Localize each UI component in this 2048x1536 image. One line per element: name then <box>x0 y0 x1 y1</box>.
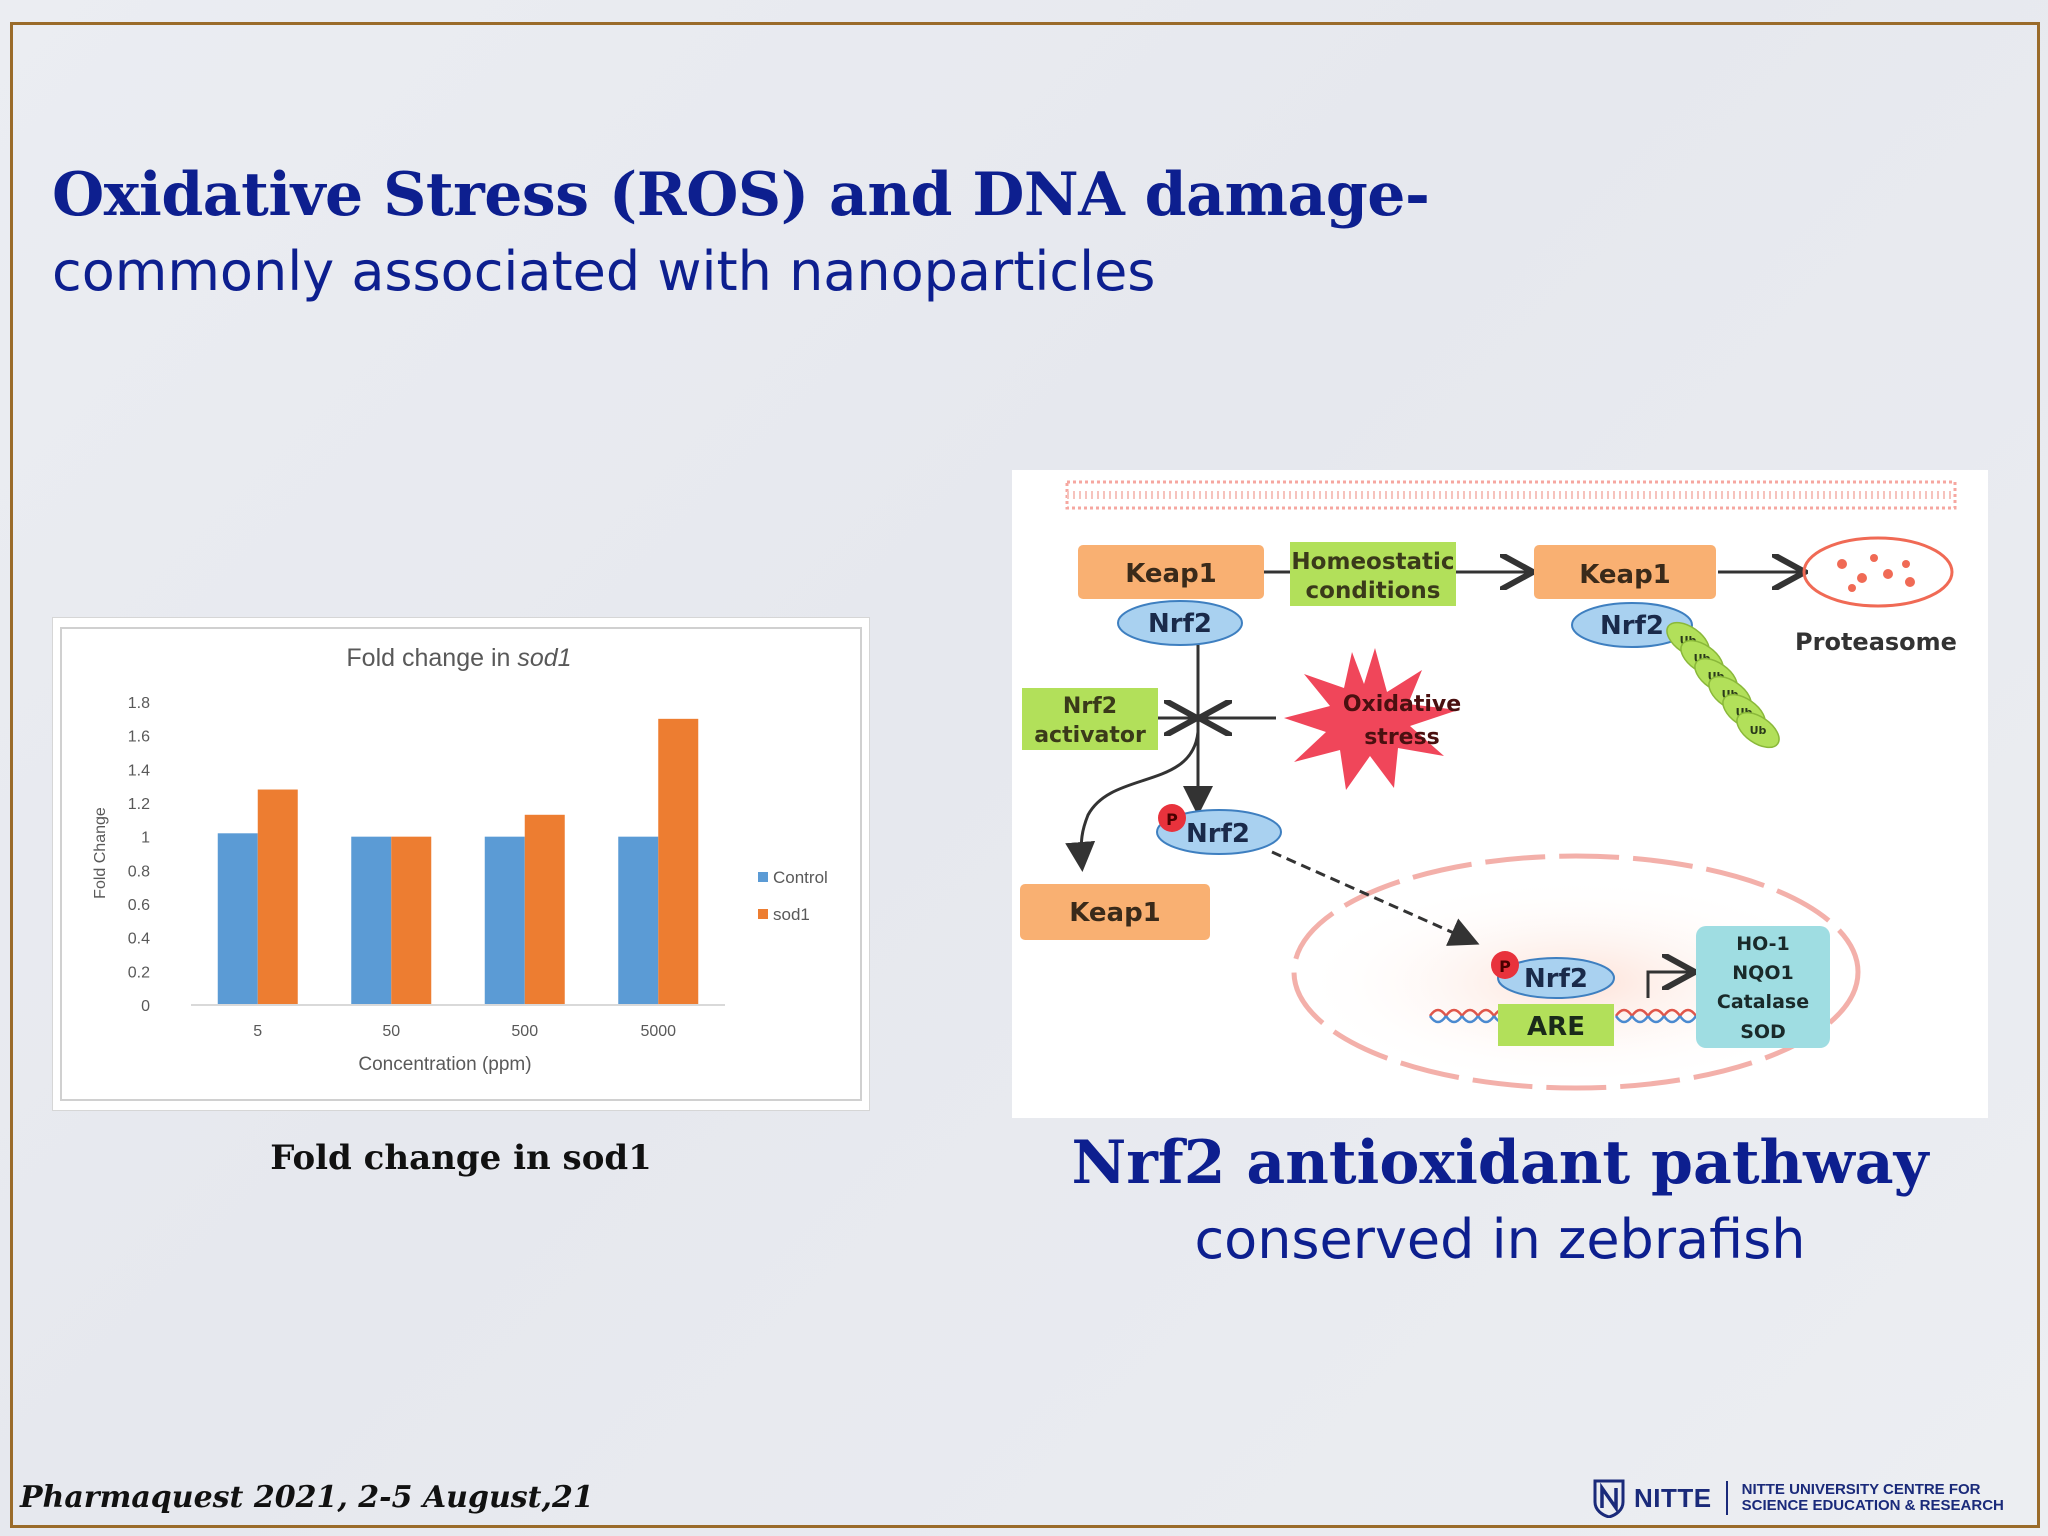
proteasome-dots <box>1837 554 1915 592</box>
bar-sod1-500 <box>524 814 565 1005</box>
activator-line1: Nrf2 <box>1063 694 1117 719</box>
x-axis-ticks: 5 50 500 5000 <box>253 1023 676 1040</box>
diagram-svg: Keap1 Nrf2 Homeostatic conditions Keap1 … <box>1020 480 1957 1091</box>
nucleus-membrane <box>1291 853 1861 1091</box>
keap1-top-label: Keap1 <box>1125 559 1217 589</box>
y-tick-label: 1.4 <box>128 762 150 779</box>
nitte-logo: NITTE NITTE UNIVERSITY CENTRE FOR SCIENC… <box>1592 1476 2004 1520</box>
logo-word: NITTE <box>1634 1482 1712 1513</box>
y-tick-label: 0.4 <box>128 931 150 948</box>
bar-control-500 <box>484 836 525 1005</box>
are-label: ARE <box>1527 1012 1585 1042</box>
y-tick-label: 1.8 <box>128 695 150 712</box>
activator-line2: activator <box>1034 723 1146 748</box>
logo-institution-line1: NITTE UNIVERSITY CENTRE FOR <box>1741 1481 1981 1498</box>
keap1-bottom-label: Keap1 <box>1069 898 1161 928</box>
x-axis-label: Concentration (ppm) <box>358 1054 531 1075</box>
logo-separator <box>1725 1481 1728 1515</box>
phospho-nuc-dot <box>1491 951 1519 979</box>
y-tick-label: 0.8 <box>128 863 150 880</box>
nrf2-right-label: Nrf2 <box>1600 611 1664 641</box>
ubiquitin-bead <box>1736 711 1780 749</box>
nrf2-phos-label: Nrf2 <box>1186 819 1250 849</box>
ubiquitin-label: Ub <box>1750 724 1767 737</box>
chart-title: Fold change in sod1 <box>346 644 571 672</box>
chart-legend: Control sod1 <box>758 868 828 924</box>
x-tick-label: 500 <box>511 1023 538 1040</box>
bar-sod1-5000 <box>658 718 699 1005</box>
sod1-bar-chart: Fold change in sod1 0 0.2 0.4 0.6 0.8 1 1.2 1.4… <box>52 617 870 1111</box>
gene-nqo1: NQO1 <box>1732 962 1793 984</box>
bar-sod1-5 <box>257 789 298 1005</box>
x-tick-label: 50 <box>382 1023 400 1040</box>
oxidative-line2: stress <box>1364 725 1440 750</box>
y-tick-label: 0.2 <box>128 964 150 981</box>
phospho-nuc-label: P <box>1499 957 1511 976</box>
slide-title: Oxidative Stress (ROS) and DNA damage- <box>52 160 1430 230</box>
slide-subtitle: commonly associated with nanoparticles <box>52 240 1156 303</box>
proteasome-shape <box>1802 536 1954 608</box>
nrf2-top-label: Nrf2 <box>1148 609 1212 639</box>
phospho-label: P <box>1166 810 1178 829</box>
pathway-title: Nrf2 antioxidant pathway <box>1071 1128 1929 1198</box>
chart-inner-border <box>60 627 862 1101</box>
legend-label: Control <box>773 868 828 887</box>
homeostatic-line2: conditions <box>1306 578 1441 604</box>
nrf2-pathway-diagram: Keap1 Nrf2 Homeostatic conditions Keap1 … <box>1012 470 1988 1118</box>
nitte-shield-icon <box>1593 1479 1625 1518</box>
bar-control-50 <box>351 836 392 1005</box>
gene-ho1: HO-1 <box>1736 933 1790 955</box>
are-box <box>1498 1004 1614 1046</box>
gene-sod: SOD <box>1740 1021 1786 1043</box>
y-tick-label: 0 <box>141 998 150 1015</box>
y-tick-label: 0.6 <box>128 897 150 914</box>
legend-swatch <box>758 872 768 882</box>
y-axis-ticks: 0 0.2 0.4 0.6 0.8 1 1.2 1.4 1.6 1.8 <box>128 695 150 1015</box>
proteasome-label: Proteasome <box>1795 628 1957 656</box>
slide-frame <box>10 22 2040 1528</box>
chart-svg: Fold change in sod1 0 0.2 0.4 0.6 0.8 1 1.2 1.4… <box>60 627 862 1101</box>
nrf2-activator-box <box>1022 688 1158 750</box>
bars <box>217 718 699 1005</box>
y-axis-label: Fold Change <box>92 807 109 899</box>
oxidative-stress-starburst <box>1284 648 1458 790</box>
keap1-bottom-box <box>1020 884 1210 940</box>
arrow-to-keap1-bottom <box>1065 731 1200 872</box>
x-tick-label: 5 <box>253 1023 262 1040</box>
target-genes-box <box>1696 926 1830 1048</box>
x-tick-label: 5000 <box>640 1023 676 1040</box>
bar-sod1-50 <box>391 836 432 1005</box>
legend-swatch <box>758 909 768 919</box>
bar-control-5 <box>217 833 258 1005</box>
pathway-subtitle: conserved in zebrafish <box>1194 1208 1806 1271</box>
keap1-right-box <box>1534 545 1716 599</box>
keap1-top-box <box>1078 545 1264 599</box>
nrf2-nuc-ellipse <box>1497 957 1615 999</box>
logo-institution: NITTE UNIVERSITY CENTRE FOR SCIENCE EDUC… <box>1742 1482 2004 1514</box>
bar-control-5000 <box>618 836 659 1005</box>
logo-institution-line2: SCIENCE EDUCATION & RESEARCH <box>1741 1497 2004 1514</box>
y-tick-label: 1.6 <box>128 729 150 746</box>
ubiquitin-chain: UbUbUbUbUbUb <box>1666 621 1780 749</box>
nrf2-right-ellipse <box>1571 602 1693 648</box>
gene-catalase: Catalase <box>1717 991 1809 1013</box>
y-tick-label: 1 <box>141 830 150 847</box>
nrf2-top-ellipse <box>1117 600 1243 646</box>
chart-caption: Fold change in sod1 <box>270 1138 652 1178</box>
nrf2-phos-ellipse <box>1156 809 1282 855</box>
footer-event: Pharmaquest 2021, 2-5 August,21 <box>20 1480 594 1515</box>
nrf2-nuc-label: Nrf2 <box>1524 964 1588 994</box>
keap1-right-label: Keap1 <box>1579 560 1671 590</box>
homeostatic-box <box>1290 542 1456 606</box>
y-tick-label: 1.2 <box>128 796 150 813</box>
legend-label: sod1 <box>773 905 810 924</box>
arrow-transcription <box>1646 972 1692 998</box>
oxidative-line1: Oxidative <box>1343 692 1461 717</box>
phospho-dot <box>1158 804 1186 832</box>
cell-membrane <box>1065 480 1957 510</box>
arrow-nuclear-translocation <box>1271 850 1480 946</box>
homeostatic-line1: Homeostatic <box>1291 549 1454 575</box>
